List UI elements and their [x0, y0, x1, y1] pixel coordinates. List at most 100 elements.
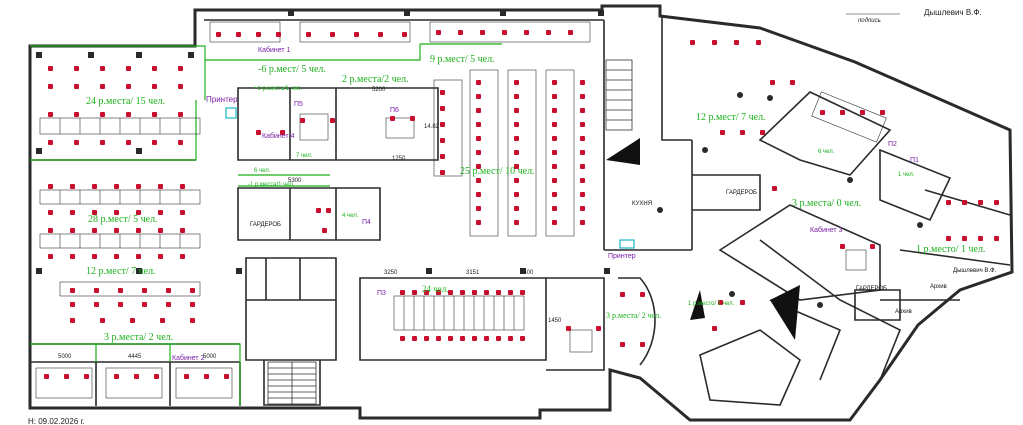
- chair-icon: [190, 302, 195, 307]
- chair-icon: [440, 122, 445, 127]
- chair-icon: [514, 94, 519, 99]
- staircase: [267, 59, 633, 405]
- chair-icon: [496, 336, 501, 341]
- chair-icon: [48, 210, 53, 215]
- chair-icon: [552, 136, 557, 141]
- room-label-cabinet-3: Кабинет 3: [810, 226, 843, 234]
- zone-label: 1 чел.: [898, 172, 915, 178]
- chair-icon: [136, 210, 141, 215]
- chair-icon: [158, 254, 163, 259]
- zone-label: 6 чел.: [254, 168, 271, 174]
- zone-label: 7 чел.: [296, 153, 313, 159]
- desks: [35, 21, 887, 399]
- chair-icon: [978, 236, 983, 241]
- chair-icon: [962, 236, 967, 241]
- chair-icon: [580, 108, 585, 113]
- chair-icon: [424, 336, 429, 341]
- chair-icon: [100, 140, 105, 145]
- chair-icon: [514, 150, 519, 155]
- chair-icon: [190, 288, 195, 293]
- chair-icon: [92, 228, 97, 233]
- chair-icon: [126, 66, 131, 71]
- chair-icon: [92, 210, 97, 215]
- zone-label: 6 чел.: [818, 149, 835, 155]
- chair-icon: [74, 112, 79, 117]
- service-labels: ГАРДЕРОБ ГАРДЕРОБ ГАРДЕРОБ КУХНЯ Архив А…: [250, 190, 997, 315]
- chair-icon: [760, 130, 765, 135]
- chair-icon: [152, 84, 157, 89]
- chair-icon: [70, 288, 75, 293]
- chair-icon: [508, 336, 513, 341]
- chair-icon: [440, 154, 445, 159]
- dimension: 1450: [548, 318, 562, 324]
- chair-icon: [552, 192, 557, 197]
- chair-icon: [118, 302, 123, 307]
- chair-icon: [476, 150, 481, 155]
- room-label-p4: П4: [362, 219, 371, 226]
- chair-icon: [720, 130, 725, 135]
- chair-icon: [190, 318, 195, 323]
- chair-icon: [400, 290, 405, 295]
- chair-icon: [978, 200, 983, 205]
- chair-icon: [514, 220, 519, 225]
- chair-icon: [718, 300, 723, 305]
- chair-icon: [424, 290, 429, 295]
- chair-icon: [330, 118, 335, 123]
- chair-icon: [476, 164, 481, 169]
- wardrobe-label: ГАРДЕРОБ: [856, 286, 887, 292]
- drawing-date: Н: 09.02.2026 г.: [28, 417, 85, 425]
- chair-icon: [136, 254, 141, 259]
- dimension: 5200: [372, 87, 386, 93]
- chair-icon: [48, 228, 53, 233]
- chair-icon: [64, 374, 69, 379]
- chair-icon: [440, 138, 445, 143]
- chair-icon: [158, 184, 163, 189]
- chair-icon: [224, 374, 229, 379]
- chair-icon: [136, 184, 141, 189]
- chair-icon: [496, 290, 501, 295]
- zone-label: -6 р.мест/ 5 чел.: [258, 64, 326, 75]
- chair-icon: [552, 164, 557, 169]
- chair-icon: [70, 210, 75, 215]
- chair-icon: [154, 374, 159, 379]
- chair-icon: [100, 112, 105, 117]
- chair-icon: [580, 220, 585, 225]
- chair-icon: [354, 32, 359, 37]
- chair-icon: [484, 290, 489, 295]
- chair-icon: [158, 228, 163, 233]
- chair-icon: [480, 30, 485, 35]
- dimension-labels: 5200 5300 1250 3250 3151 5000 4445 5000 …: [58, 87, 562, 360]
- chair-icon: [448, 336, 453, 341]
- zone-label: 1 р.место/ 1 чел.: [916, 244, 985, 255]
- zone-label: -1 р.места/1 чел.: [248, 182, 295, 188]
- chair-icon: [330, 32, 335, 37]
- dimension: 4445: [128, 354, 142, 360]
- chair-icon: [580, 94, 585, 99]
- chair-icon: [460, 290, 465, 295]
- inner-walls: [30, 10, 1011, 406]
- chair-icon: [306, 32, 311, 37]
- chair-icon: [440, 90, 445, 95]
- chair-icon: [514, 108, 519, 113]
- zone-label: 2 р.места/2 чел.: [342, 74, 409, 85]
- room-label-p1: П1: [910, 157, 919, 164]
- room-label-cabinet-2: Кабинет 2: [172, 354, 205, 362]
- chair-icon: [840, 110, 845, 115]
- chair-icon: [152, 140, 157, 145]
- chair-icon: [740, 130, 745, 135]
- chair-icon: [178, 66, 183, 71]
- zone-label: +1 р.места/1 чел.: [254, 86, 302, 92]
- chair-icon: [400, 336, 405, 341]
- zone-labels: 24 р.места/ 15 чел. -6 р.мест/ 5 чел. 2 …: [86, 54, 985, 343]
- chair-icon: [552, 94, 557, 99]
- chair-icon: [114, 210, 119, 215]
- chair-icon: [180, 228, 185, 233]
- chair-icon: [820, 110, 825, 115]
- chair-icon: [180, 210, 185, 215]
- chair-icon: [580, 150, 585, 155]
- chair-icon: [880, 110, 885, 115]
- chair-icon: [100, 84, 105, 89]
- chair-icon: [476, 178, 481, 183]
- chair-icon: [524, 30, 529, 35]
- chair-icon: [580, 192, 585, 197]
